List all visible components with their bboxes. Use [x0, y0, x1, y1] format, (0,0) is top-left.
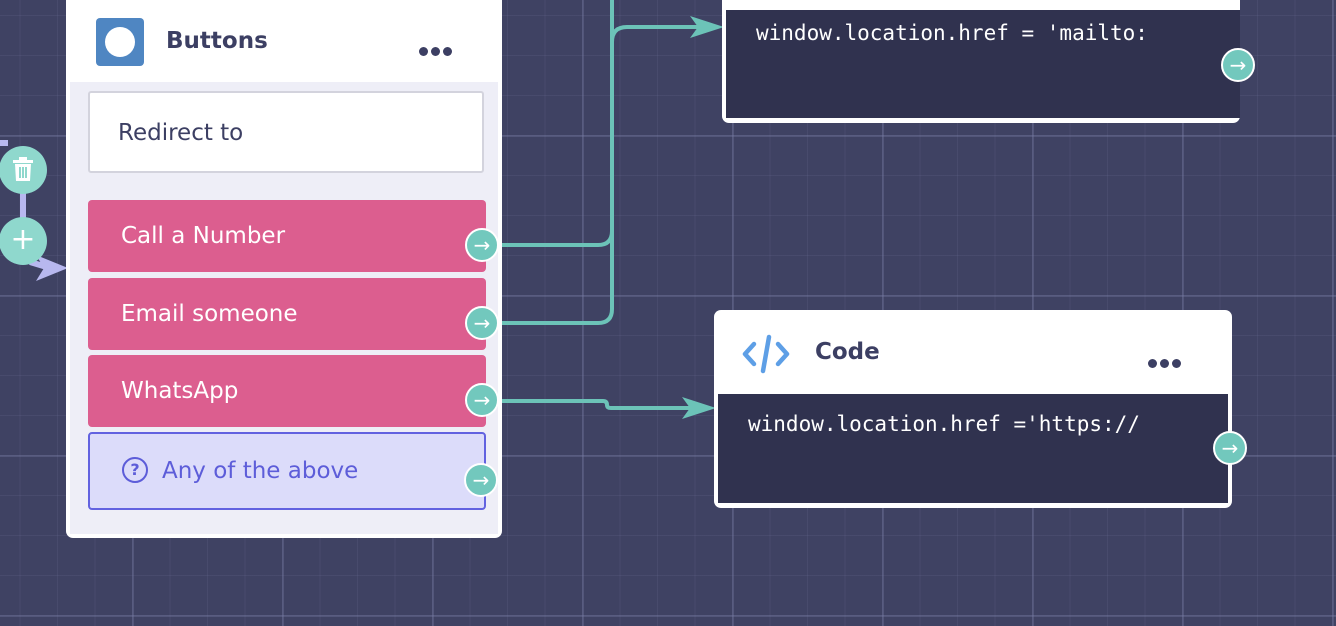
buttons-node[interactable]: Buttons Redirect to Call a Number Email …: [66, 0, 502, 538]
node-title: Buttons: [166, 28, 268, 54]
code-node-mailto[interactable]: window.location.href = 'mailto:: [722, 0, 1240, 123]
port-code-mailto[interactable]: →: [1221, 48, 1255, 82]
node-title: Code: [815, 339, 880, 365]
trash-icon: [13, 157, 33, 181]
code-snippet: window.location.href ='https://: [718, 394, 1228, 503]
message-text[interactable]: Redirect to: [88, 91, 484, 173]
code-node[interactable]: Code window.location.href ='https://: [714, 310, 1232, 508]
code-snippet: window.location.href = 'mailto:: [726, 10, 1240, 118]
add-node-button[interactable]: +: [0, 217, 47, 265]
port-fallback[interactable]: →: [464, 463, 498, 497]
wire-email-up: [498, 0, 614, 325]
port-email[interactable]: →: [465, 306, 499, 340]
node-body: Redirect to Call a Number Email someone …: [70, 82, 498, 534]
option-email-someone[interactable]: Email someone: [88, 278, 486, 350]
more-horizontal-icon[interactable]: [1148, 349, 1184, 374]
question-circle-icon: ?: [122, 456, 148, 483]
delete-node-button[interactable]: [0, 146, 47, 194]
port-code[interactable]: →: [1213, 431, 1247, 465]
fallback-label: Any of the above: [162, 458, 359, 484]
incoming-arrowhead: [36, 255, 68, 281]
more-horizontal-icon[interactable]: [419, 37, 455, 62]
port-call[interactable]: →: [465, 228, 499, 262]
option-call-a-number[interactable]: Call a Number: [88, 200, 486, 272]
plus-icon: +: [10, 222, 36, 257]
option-whatsapp[interactable]: WhatsApp: [88, 355, 486, 427]
wire-whatsapp-to-code: [498, 399, 697, 410]
arrowhead-code: [682, 397, 716, 419]
port-whatsapp[interactable]: →: [465, 383, 499, 417]
wire-call-to-top-code: [498, 25, 702, 247]
circle-square-icon: [96, 18, 144, 66]
code-icon: [742, 334, 790, 374]
option-any-of-the-above[interactable]: ? Any of the above: [88, 432, 486, 510]
arrowhead-top-code: [690, 16, 724, 38]
